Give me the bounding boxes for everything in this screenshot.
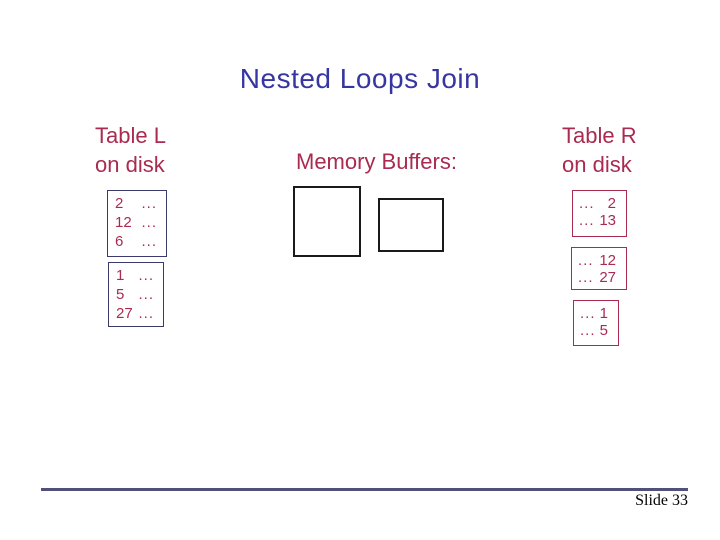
tuple-row: ... 27 — [578, 269, 616, 286]
tuple-row: 27 ... — [116, 304, 154, 323]
memory-buffer-box-1 — [293, 186, 361, 257]
slide-title: Nested Loops Join — [239, 63, 481, 94]
tuple-value: 13 — [599, 212, 616, 229]
footer-rule — [41, 488, 688, 491]
tuple-ellipsis: ... — [580, 305, 596, 322]
table-l-page-2: 1 ... 5 ... 27 ... — [108, 262, 164, 327]
tuple-ellipsis: ... — [138, 286, 154, 303]
tuple-ellipsis: ... — [579, 212, 595, 229]
tuple-value: 2 — [607, 195, 616, 212]
tuple-value: 5 — [599, 322, 608, 339]
table-l-page-1: 2 ... 12 ... 6 ... — [107, 190, 167, 257]
tuple-ellipsis: ... — [578, 252, 594, 269]
table-l-label-line1: Table L — [95, 123, 166, 148]
table-r-page-3: ... 1 ... 5 — [573, 300, 619, 346]
tuple-ellipsis: ... — [141, 233, 157, 250]
tuple-row: 5 ... — [116, 285, 154, 304]
tuple-ellipsis: ... — [579, 195, 595, 212]
tuple-row: 6 ... — [115, 232, 157, 251]
memory-buffer-box-2 — [378, 198, 444, 252]
tuple-ellipsis: ... — [580, 322, 596, 339]
tuple-value: 27 — [116, 305, 133, 322]
tuple-ellipsis: ... — [141, 195, 157, 212]
tuple-value: 5 — [116, 286, 125, 303]
tuple-value: 2 — [115, 195, 124, 212]
tuple-row: ... 2 — [579, 195, 616, 212]
tuple-row: 12 ... — [115, 213, 157, 232]
tuple-value: 12 — [115, 214, 132, 231]
tuple-row: 1 ... — [116, 266, 154, 285]
tuple-value: 6 — [115, 233, 124, 250]
tuple-value: 1 — [599, 305, 608, 322]
tuple-ellipsis: ... — [138, 267, 154, 284]
table-r-page-1: ... 2 ... 13 — [572, 190, 627, 237]
tuple-value: 12 — [599, 252, 616, 269]
tuple-value: 1 — [116, 267, 125, 284]
tuple-ellipsis: ... — [578, 269, 594, 286]
memory-buffers-label: Memory Buffers: — [296, 149, 457, 174]
tuple-row: ... 1 — [580, 305, 608, 322]
tuple-row: ... 13 — [579, 212, 616, 229]
tuple-row: ... 5 — [580, 322, 608, 339]
tuple-row: 2 ... — [115, 194, 157, 213]
table-r-label-line1: Table R — [562, 123, 637, 148]
tuple-value: 27 — [599, 269, 616, 286]
table-r-label: Table R on disk — [562, 121, 637, 179]
tuple-ellipsis: ... — [141, 214, 157, 231]
table-r-page-2: ... 12 ... 27 — [571, 247, 627, 290]
tuple-ellipsis: ... — [138, 305, 154, 322]
slide-number: Slide 33 — [635, 492, 688, 509]
table-l-label-line2: on disk — [95, 152, 165, 177]
table-l-label: Table L on disk — [95, 121, 166, 179]
tuple-row: ... 12 — [578, 252, 616, 269]
table-r-label-line2: on disk — [562, 152, 632, 177]
